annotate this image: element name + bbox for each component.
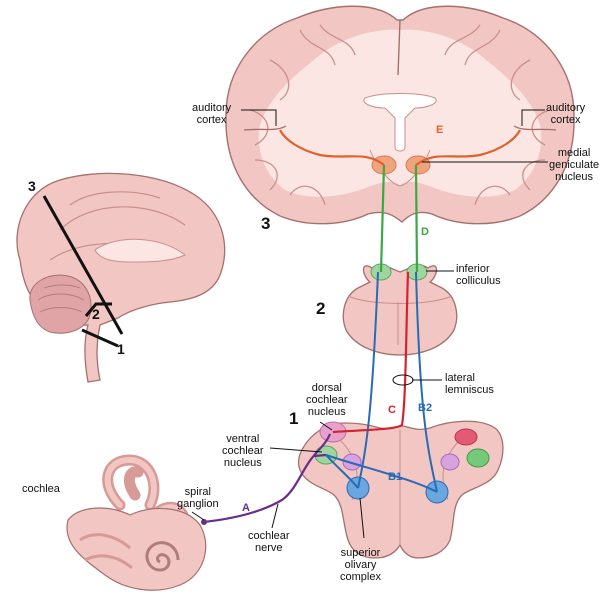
label-auditory-cortex-right: auditory cortex bbox=[546, 102, 586, 126]
coronal-gyri-right bbox=[444, 24, 551, 206]
label-inferior-colliculus: inferior colliculus bbox=[456, 263, 501, 287]
midbrain-section bbox=[342, 263, 458, 356]
brainstem-nucleus-green-right bbox=[466, 448, 490, 468]
cochlea-spiral bbox=[145, 541, 180, 572]
leader-lines bbox=[191, 109, 548, 539]
sagittal-brain bbox=[16, 172, 226, 383]
leader-superior-olivary bbox=[359, 497, 365, 539]
midbrain-fold bbox=[347, 295, 453, 304]
brainstem-section bbox=[297, 420, 504, 559]
lateral-ventricles bbox=[363, 93, 437, 152]
cochlea-ridges bbox=[79, 533, 133, 570]
pathway-c-line bbox=[332, 271, 410, 434]
label-superior-olivary: superior olivary complex bbox=[340, 547, 381, 583]
label-cochlea: cochlea bbox=[22, 483, 60, 495]
lateral-sulcus-right bbox=[513, 125, 557, 131]
pathway-label-a: A bbox=[242, 502, 250, 514]
label-cochlear-nerve: cochlear nerve bbox=[248, 530, 290, 554]
pathway-label-c: C bbox=[388, 404, 396, 416]
leader-spiral-ganglion bbox=[191, 511, 205, 521]
cerebellum-folia bbox=[37, 284, 85, 313]
cut-line-2 bbox=[84, 302, 112, 317]
cochlea-illustration bbox=[66, 454, 207, 591]
label-ventral-cochlear: ventral cochlear nucleus bbox=[222, 433, 264, 469]
coronal-brain-section bbox=[225, 5, 575, 225]
pathway-e-line bbox=[279, 129, 521, 166]
leader-auditory-cortex-left bbox=[241, 109, 277, 126]
label-medial-geniculate: medial geniculate nucleus bbox=[549, 147, 600, 183]
sagittal-number-1: 1 bbox=[117, 341, 125, 357]
brainstem-nucleus-purple-right bbox=[440, 453, 460, 471]
corpus-callosum bbox=[94, 238, 186, 263]
section-number-1: 1 bbox=[289, 409, 299, 428]
brainstem-nucleus-purple bbox=[342, 453, 362, 471]
label-auditory-cortex-left: auditory cortex bbox=[192, 102, 232, 126]
leader-auditory-cortex-right bbox=[521, 109, 545, 126]
label-dorsal-cochlear: dorsal cochlear nucleus bbox=[306, 382, 348, 418]
pathway-label-b1: B1 bbox=[388, 471, 403, 483]
cochlea-body bbox=[66, 507, 207, 591]
pathway-label-e: E bbox=[436, 124, 444, 136]
label-spiral-ganglion: spiral ganglion bbox=[177, 486, 219, 510]
lateral-sulcus-left bbox=[243, 125, 287, 131]
leader-ventral-cochlear bbox=[269, 447, 323, 453]
leader-cochlear-nerve bbox=[271, 503, 279, 529]
cut-line-1 bbox=[81, 328, 119, 348]
coronal-gyri-left bbox=[249, 24, 356, 206]
longitudinal-fissure bbox=[397, 19, 401, 76]
sagittal-number-2: 2 bbox=[92, 306, 100, 322]
leader-dorsal-cochlear bbox=[319, 421, 333, 431]
pathway-label-b2: B2 bbox=[418, 402, 433, 414]
spiral-ganglion-dot bbox=[201, 519, 207, 525]
pathway-a-line bbox=[203, 433, 332, 524]
pathway-b1-line bbox=[325, 454, 438, 493]
pathway-a-branch bbox=[313, 453, 327, 458]
brainstem-nucleus-red-right bbox=[454, 428, 478, 446]
pathway-d-line bbox=[379, 164, 419, 273]
section-number-2: 2 bbox=[316, 299, 326, 318]
section-number-3: 3 bbox=[261, 214, 271, 233]
label-lateral-lemniscus: lateral lemniscus bbox=[445, 372, 494, 396]
cut-line-3 bbox=[42, 195, 124, 335]
cerebellum bbox=[29, 274, 92, 334]
sagittal-cut-lines bbox=[42, 195, 124, 348]
pathway-label-d: D bbox=[421, 226, 429, 238]
midbrain-outline bbox=[342, 264, 458, 356]
lateral-lemniscus-ring bbox=[392, 374, 414, 386]
pathway-b2-line bbox=[357, 271, 438, 493]
sagittal-number-3: 3 bbox=[28, 178, 36, 194]
